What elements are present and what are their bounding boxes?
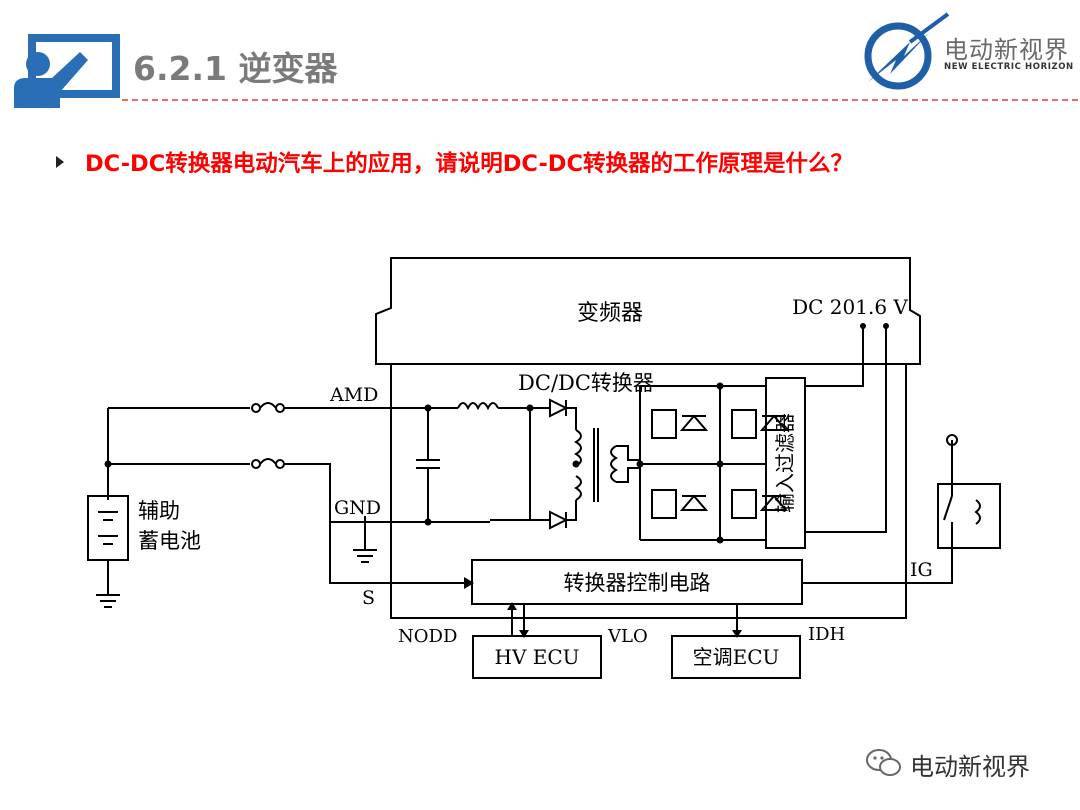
vlo-label: VLO [607,626,648,647]
control-circuit-label: 转换器控制电路 [564,571,711,595]
gnd-label: GND [334,497,381,519]
page-title: 6.2.1 逆变器 [133,49,338,88]
dcdc-circuit-diagram: 变频器 DC 201.6 V DC/DC转换器 AMD GND S 辅助 蓄电池… [87,257,1001,679]
input-filter-label: 输入过滤器 [773,413,797,513]
brand-logo-icon [864,12,950,90]
hv-ecu-block [472,635,602,679]
aux-battery-label-line1: 辅助 [138,499,180,523]
question-text: DC-DC转换器电动汽车上的应用，请说明DC-DC转换器的工作原理是什么？ [85,151,853,177]
ig-relay-block [937,483,1001,549]
watermark-text: 电动新视界 [910,753,1030,781]
nodd-label: NODD [398,626,457,647]
aux-battery-block [87,495,129,561]
amd-label: AMD [329,384,378,406]
presenter-logo-icon [14,34,120,108]
inverter-label: 变频器 [577,301,643,326]
hv-ecu-label: HV ECU [495,645,580,669]
aux-battery-label-line2: 蓄电池 [138,529,201,553]
ig-label: IG [910,559,933,581]
inverter-block [375,257,921,365]
idh-label: IDH [808,624,845,645]
brand-tagline: NEW ELECTRIC HORIZON [944,62,1074,72]
wechat-icon [866,749,901,776]
title-divider [122,99,1078,101]
bullet-arrow-icon [56,156,64,168]
converter-enclosure [390,364,907,619]
ac-ecu-label: 空调ECU [693,645,780,669]
s-label: S [362,587,375,609]
converter-label: DC/DC转换器 [518,371,654,395]
dc-voltage-label: DC 201.6 V [792,295,908,319]
brand-name: 电动新视界 [944,36,1069,64]
